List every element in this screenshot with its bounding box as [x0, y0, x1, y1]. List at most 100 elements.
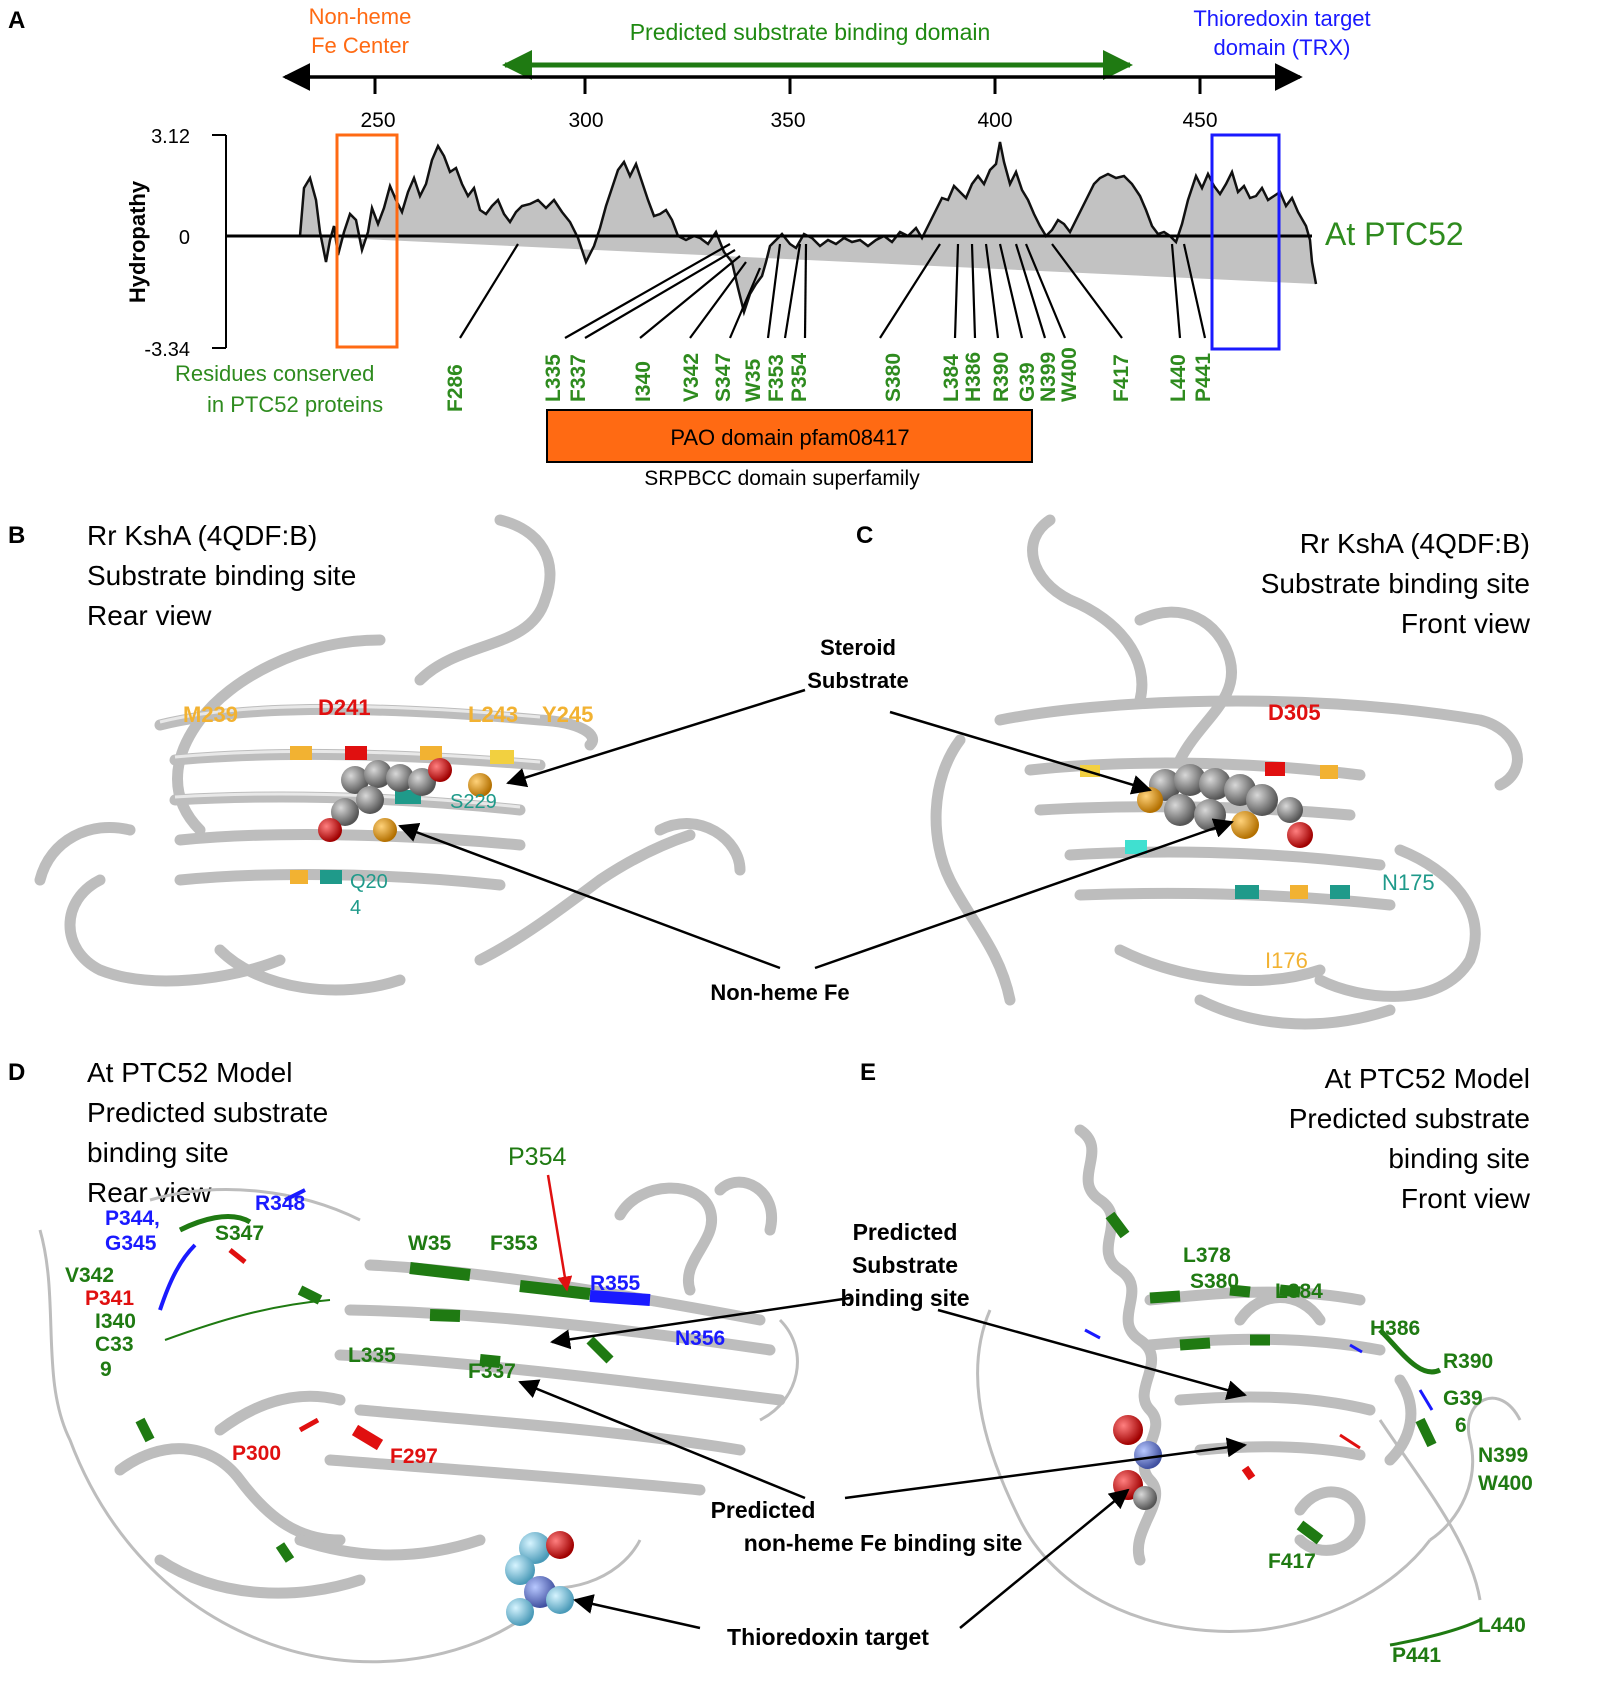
tick-250: 250	[360, 109, 395, 132]
panel-letter-b: B	[8, 522, 25, 549]
steroid-substrate-b	[318, 758, 492, 842]
conserved-label-2: in PTC52 proteins	[207, 392, 383, 417]
srpbcc-label: SRPBCC domain superfamily	[644, 467, 920, 490]
residue-labels-d: P344, G345 R348 S347 V342 P341 I340 C33 …	[65, 1192, 725, 1468]
green-residue-segments-e	[1105, 1211, 1481, 1647]
label-r355: R355	[590, 1272, 641, 1295]
label-f297: F297	[390, 1445, 438, 1468]
tick-300: 300	[568, 109, 603, 132]
panel-c-title-1: Rr KshA (4QDF:B)	[1300, 528, 1530, 559]
residue-l335: L335	[542, 354, 565, 402]
thioredoxin-arrow-e	[959, 1488, 1130, 1629]
panel-letter-c: C	[856, 522, 873, 549]
residue-r390: R390	[990, 352, 1013, 402]
steroid-arrow-b	[506, 688, 806, 788]
residue-l384: L384	[940, 354, 963, 402]
thioredoxin-arrow-d	[573, 1594, 701, 1630]
panel-d-title-3: binding site	[87, 1137, 229, 1168]
green-residue-segments-d	[135, 1214, 614, 1563]
label-f337: F337	[468, 1360, 516, 1383]
label-n399: N399	[1478, 1444, 1528, 1467]
panel-e-title-1: At PTC52 Model	[1325, 1063, 1530, 1094]
label-g345: G345	[105, 1232, 157, 1255]
label-g39: G39	[1443, 1387, 1483, 1410]
label-s347: S347	[215, 1222, 264, 1245]
y-axis-label: Hydropathy	[125, 180, 150, 303]
panel-e-title-3: binding site	[1388, 1143, 1530, 1174]
residue-patches-c	[1080, 762, 1350, 899]
panel-b-title-1: Rr KshA (4QDF:B)	[87, 520, 317, 551]
panel-e: E At PTC52 Model Predicted substrate bin…	[860, 1059, 1533, 1667]
residue-s380: S380	[882, 353, 905, 402]
residue-p441: P441	[1192, 353, 1215, 402]
predicted-domain-label: Predicted substrate binding domain	[630, 19, 991, 45]
protein-loops-d	[38, 1188, 799, 1664]
residue-h386: H386	[962, 352, 985, 402]
label-v342: V342	[65, 1264, 114, 1287]
hydropathy-profile	[298, 141, 1318, 317]
label-l335: L335	[348, 1344, 396, 1367]
residue-g39: G39	[1016, 362, 1039, 402]
panel-c-title-3: Front view	[1401, 608, 1531, 639]
label-r348: R348	[255, 1192, 306, 1215]
residue-n399: N399	[1037, 352, 1060, 402]
label-w400: W400	[1478, 1472, 1533, 1495]
protein-label: At PTC52	[1325, 216, 1464, 252]
residue-l440: L440	[1167, 354, 1190, 402]
label-m239: M239	[183, 702, 238, 727]
steroid-substrate-c	[1137, 764, 1313, 848]
label-p354: P354	[508, 1143, 566, 1171]
label-l440: L440	[1478, 1614, 1526, 1637]
residue-labels-e: L378 S380 L384 H386 R390 G39 6 N399 W400…	[1183, 1244, 1533, 1667]
panel-e-title-4: Front view	[1401, 1183, 1531, 1214]
label-c33: C33	[95, 1333, 134, 1356]
nonheme-arrow-c	[814, 818, 1234, 970]
pred-fe-arrow-e	[844, 1437, 1247, 1500]
residue-w400: W400	[1058, 347, 1081, 402]
label-q20: Q20	[350, 871, 388, 893]
steroid-label-1: Steroid	[820, 635, 896, 660]
panel-d-title-2: Predicted substrate	[87, 1097, 328, 1128]
label-i340: I340	[95, 1310, 136, 1333]
panel-c-title-2: Substrate binding site	[1261, 568, 1530, 599]
tick-400: 400	[977, 109, 1012, 132]
panel-b-title-3: Rear view	[87, 600, 212, 631]
label-f353: F353	[490, 1232, 538, 1255]
pred-substrate-label-3: binding site	[840, 1285, 969, 1311]
label-d305: D305	[1268, 700, 1321, 725]
residue-f353: F353	[765, 354, 788, 402]
label-s380: S380	[1190, 1270, 1239, 1293]
pred-substrate-arrow-e	[937, 1308, 1247, 1400]
residue-s347: S347	[712, 353, 735, 402]
residue-p354: P354	[788, 353, 811, 402]
label-n356: N356	[675, 1327, 725, 1350]
pred-substrate-label-1: Predicted	[853, 1219, 958, 1245]
tick-450: 450	[1182, 109, 1217, 132]
panel-c: C Rr KshA (4QDF:B) Substrate binding sit…	[856, 514, 1531, 1030]
y-tick-zero: 0	[179, 227, 190, 249]
pred-substrate-arrow-d	[550, 1296, 851, 1350]
panel-letter-d: D	[8, 1059, 25, 1086]
label-l243: L243	[468, 702, 518, 727]
label-s229: S229	[450, 791, 497, 813]
panel-letter-e: E	[860, 1059, 876, 1086]
pred-fe-arrow-d	[518, 1379, 806, 1500]
nonheme-fe-box	[335, 133, 399, 349]
nonheme-fe-label: Non-heme Fe	[710, 980, 849, 1005]
panel-d: D At PTC52 Model Predicted substrate bin…	[8, 1057, 799, 1664]
tick-350: 350	[770, 109, 805, 132]
residue-f417: F417	[1110, 354, 1133, 402]
label-p441: P441	[1392, 1644, 1441, 1667]
shared-bc-annotations: Steroid Substrate Non-heme Fe	[398, 635, 1234, 1005]
label-p341: P341	[85, 1287, 134, 1310]
panel-d-title-1: At PTC52 Model	[87, 1057, 292, 1088]
protein-ribbon-b-highlights	[159, 704, 541, 809]
label-i176: I176	[1265, 948, 1308, 973]
thioredoxin-label: Thioredoxin target	[727, 1624, 929, 1650]
panel-a: A Non-heme Fe Center Predicted substrate…	[8, 4, 1464, 490]
residue-v342: V342	[680, 353, 703, 402]
panel-letter-a: A	[8, 7, 25, 34]
label-h386: H386	[1370, 1317, 1420, 1340]
y-tick-bottom: -3.34	[144, 339, 190, 361]
